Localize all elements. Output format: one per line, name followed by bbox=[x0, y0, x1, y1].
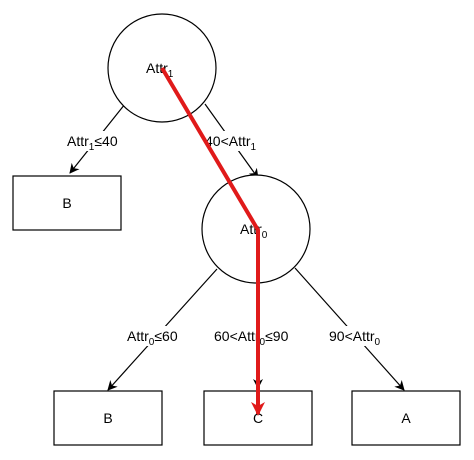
mid-node-subscript: 0 bbox=[262, 230, 268, 241]
edge-label-root-right: 40<Attr1 bbox=[205, 133, 257, 153]
edge-label-bg-mid-left bbox=[124, 326, 190, 346]
leaf-b-top-label: B bbox=[62, 195, 71, 211]
highlight-path bbox=[160, 66, 265, 416]
edge-label-bg-root-right bbox=[202, 131, 266, 151]
edge-label-mid-left: Attr0≤60 bbox=[127, 328, 178, 348]
edge-label-mid-center: 60<Attr0≤90 bbox=[214, 328, 289, 348]
root-node-subscript: 1 bbox=[168, 69, 174, 80]
leaf-b-bottom bbox=[53, 390, 163, 446]
leaf-b-top bbox=[12, 175, 122, 231]
edge-label-root-left: Attr1≤40 bbox=[67, 133, 118, 153]
leaf-a-label: A bbox=[401, 410, 411, 426]
leaf-c-label: C bbox=[253, 410, 263, 426]
edge-label-bg-mid-right bbox=[327, 326, 395, 346]
edge-label-mid-right: 90<Attr0 bbox=[329, 328, 381, 348]
leaf-b-bottom-label: B bbox=[103, 410, 112, 426]
edge-label-bg-root-left bbox=[64, 131, 128, 151]
leaf-a bbox=[351, 390, 461, 446]
